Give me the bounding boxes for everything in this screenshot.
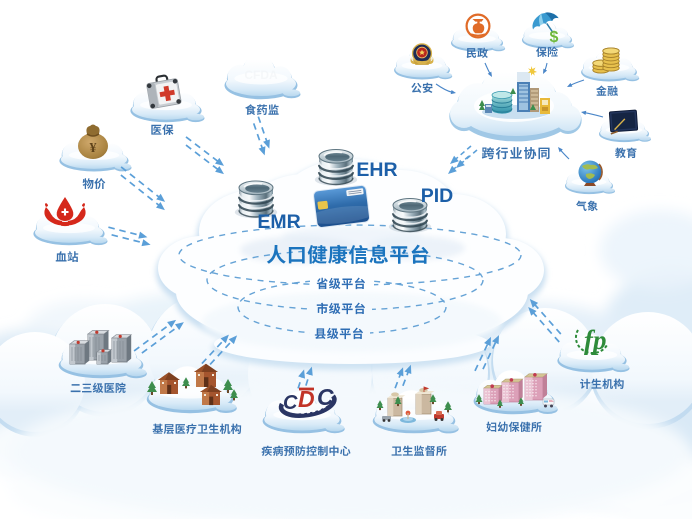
svg-text:PID: PID	[421, 185, 454, 207]
svg-text:D: D	[298, 386, 315, 412]
svg-text:fp: fp	[584, 325, 607, 355]
svg-text:C: C	[317, 384, 334, 410]
svg-text:¥: ¥	[90, 141, 97, 156]
svg-text:C: C	[283, 392, 298, 414]
svg-text:$: $	[550, 29, 559, 46]
svg-text:EMR: EMR	[257, 211, 300, 233]
svg-text:CFDA: CFDA	[244, 68, 278, 82]
svg-text:EHR: EHR	[356, 159, 397, 181]
